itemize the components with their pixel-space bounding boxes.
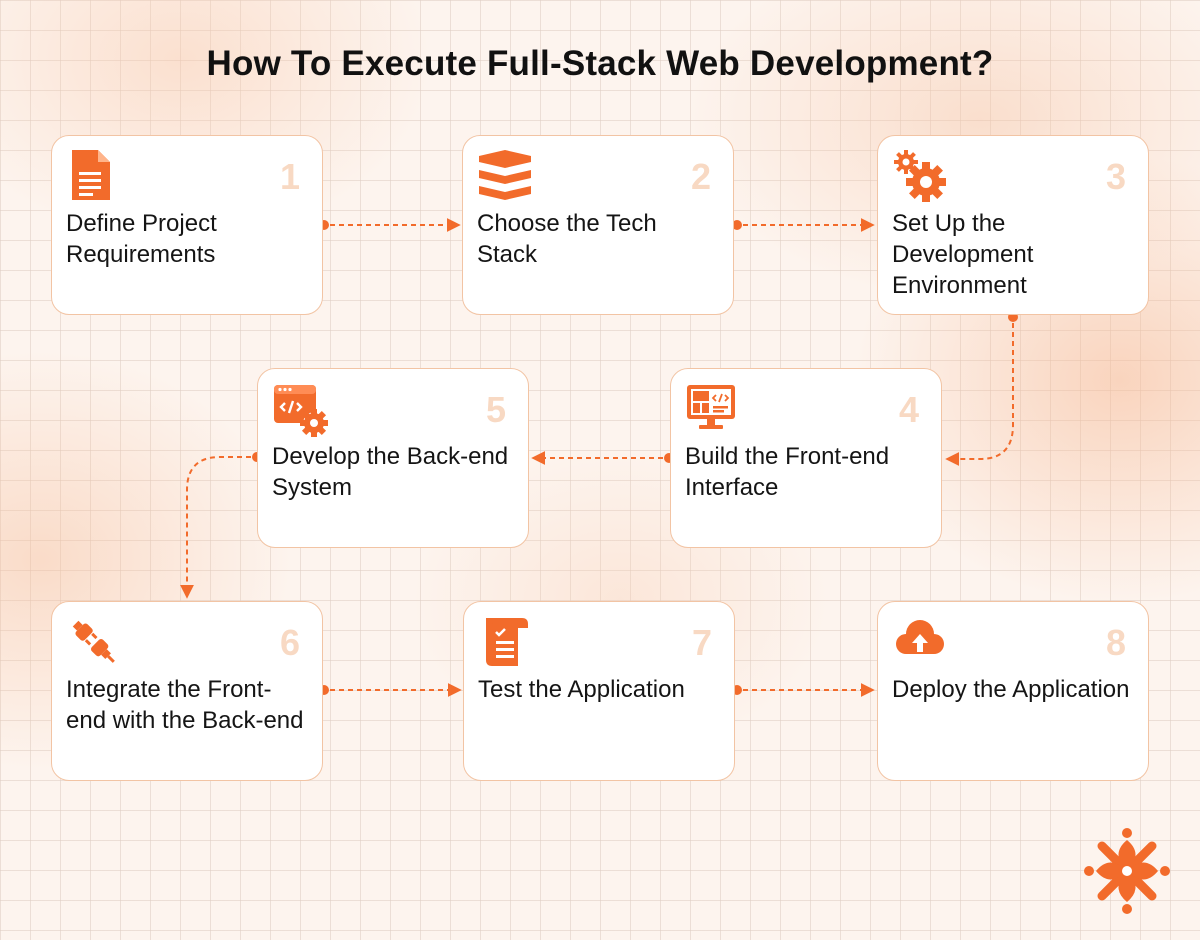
brand-logo-icon — [1084, 828, 1170, 914]
connector-6-7 — [319, 683, 462, 697]
step-number: 2 — [690, 156, 711, 197]
step-label: Choose the Tech Stack — [477, 210, 657, 268]
connector-3-4 — [945, 312, 1018, 466]
connector-4-5 — [531, 451, 674, 465]
step-card-3: 3 Set Up the Development Environment — [877, 135, 1149, 315]
step-label: Integrate the Front-end with the Back-en… — [66, 676, 304, 734]
plug-icon — [72, 620, 115, 663]
checklist-icon — [486, 618, 528, 666]
step-number: 7 — [691, 622, 712, 663]
connector-2-3 — [732, 218, 875, 232]
step-number: 8 — [1105, 622, 1126, 663]
step-label: Build the Front-end Interface — [685, 443, 890, 501]
step-label: Deploy the Application — [892, 676, 1130, 703]
step-label: Define Project Requirements — [66, 210, 217, 268]
step-card-5: 5 Develop the Back-end System — [257, 368, 529, 548]
step-card-2: 2 Choose the Tech Stack — [462, 135, 734, 315]
step-number: 6 — [279, 622, 300, 663]
document-icon — [72, 150, 110, 200]
step-card-1: 1 Define Project Requirements — [51, 135, 323, 315]
step-card-7: 7 Test the Application — [463, 601, 735, 781]
step-card-6: 6 Integrate the Front-end with the Back-… — [51, 601, 323, 781]
connector-5-6 — [180, 452, 262, 599]
step-label: Test the Application — [478, 676, 685, 703]
connector-1-2 — [319, 218, 461, 232]
code-window-gear-icon — [274, 385, 328, 437]
cloud-upload-icon — [896, 620, 944, 654]
step-label: Set Up the Development Environment — [892, 210, 1034, 299]
step-label: Develop the Back-end System — [272, 443, 509, 501]
step-card-4: 4 Build the Front-end Interface — [670, 368, 942, 548]
connector-7-8 — [732, 683, 875, 697]
monitor-layout-icon — [687, 385, 735, 429]
gears-icon — [894, 150, 946, 202]
page-title: How To Execute Full-Stack Web Developmen… — [206, 44, 994, 83]
step-number: 3 — [1105, 156, 1126, 197]
step-card-8: 8 Deploy the Application — [877, 601, 1149, 781]
stack-layers-icon — [479, 150, 531, 200]
step-number: 1 — [279, 156, 300, 197]
step-number: 5 — [485, 389, 506, 430]
step-number: 4 — [898, 389, 919, 430]
